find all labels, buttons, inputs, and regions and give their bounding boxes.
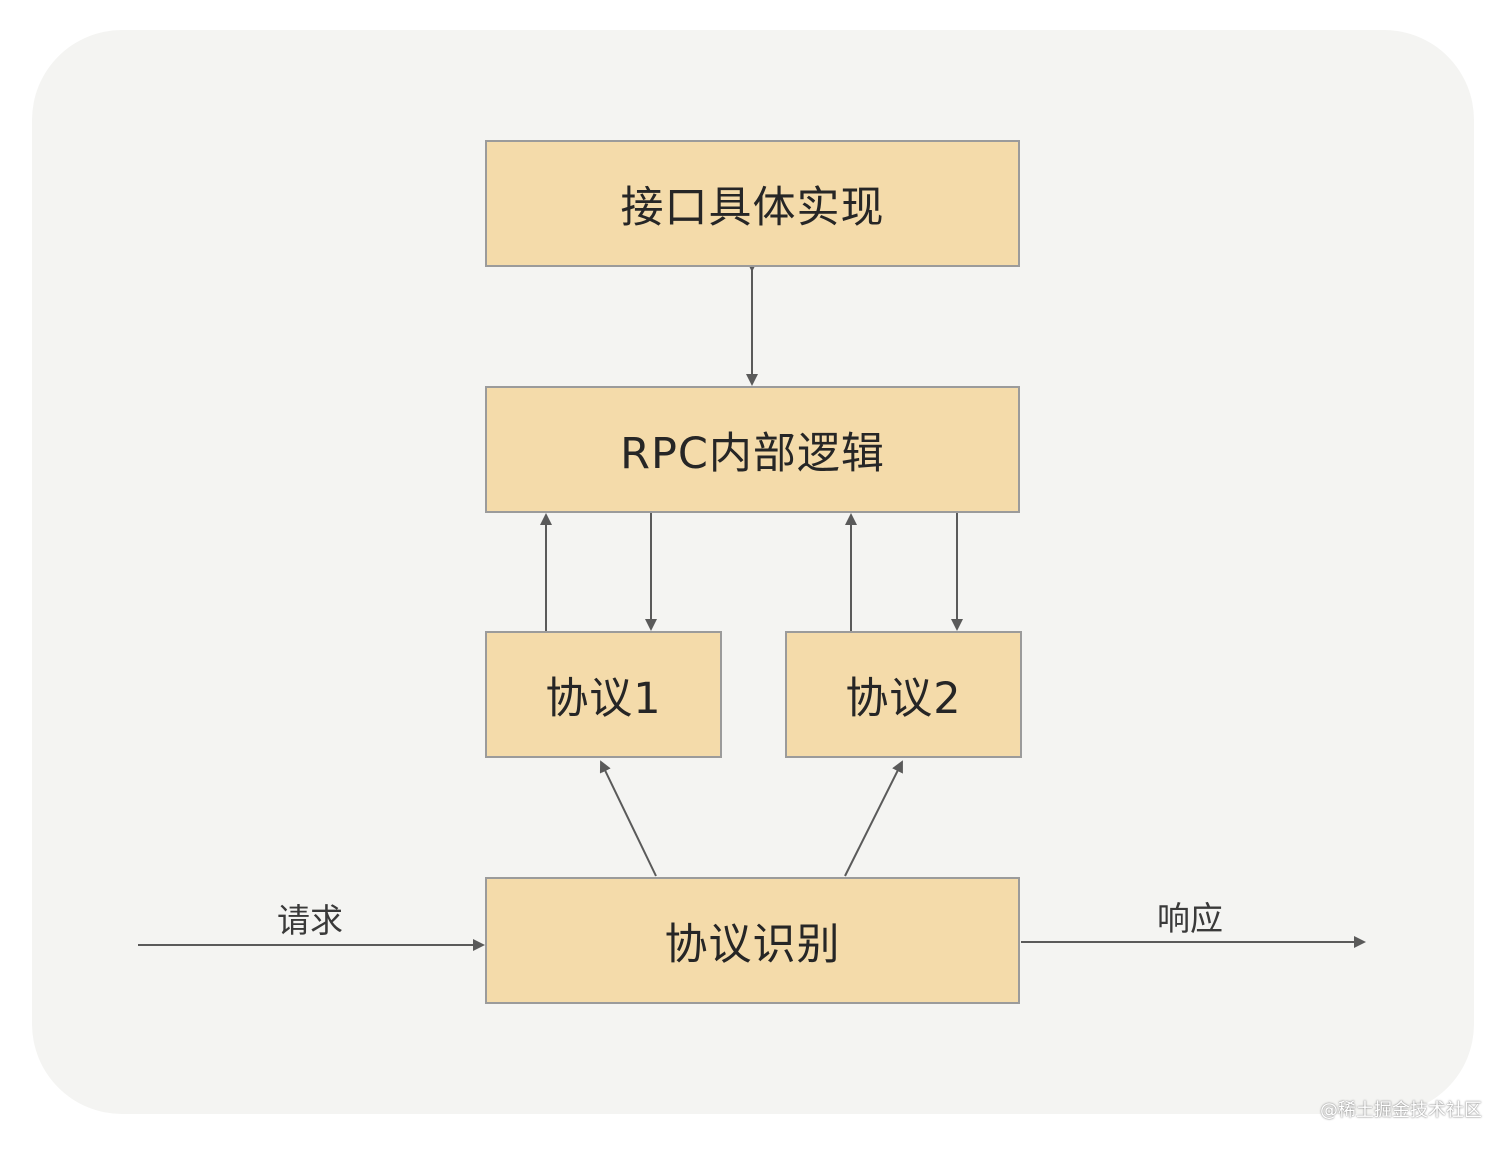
edge-label-response: 响应: [1157, 899, 1223, 938]
node-interface-impl: 接口具体实现: [485, 140, 1020, 267]
node-rpc-logic: RPC内部逻辑: [485, 386, 1020, 513]
arrow-detect-to-protocol1: [599, 760, 657, 877]
node-protocol-2: 协议2: [785, 631, 1022, 758]
edge-label-request: 请求: [277, 901, 343, 940]
node-protocol-1: 协议1: [485, 631, 722, 758]
watermark: @稀土掘金技术社区: [1320, 1100, 1482, 1121]
arrow-detect-to-protocol2: [844, 760, 903, 877]
node-protocol-detect: 协议识别: [485, 877, 1020, 1004]
